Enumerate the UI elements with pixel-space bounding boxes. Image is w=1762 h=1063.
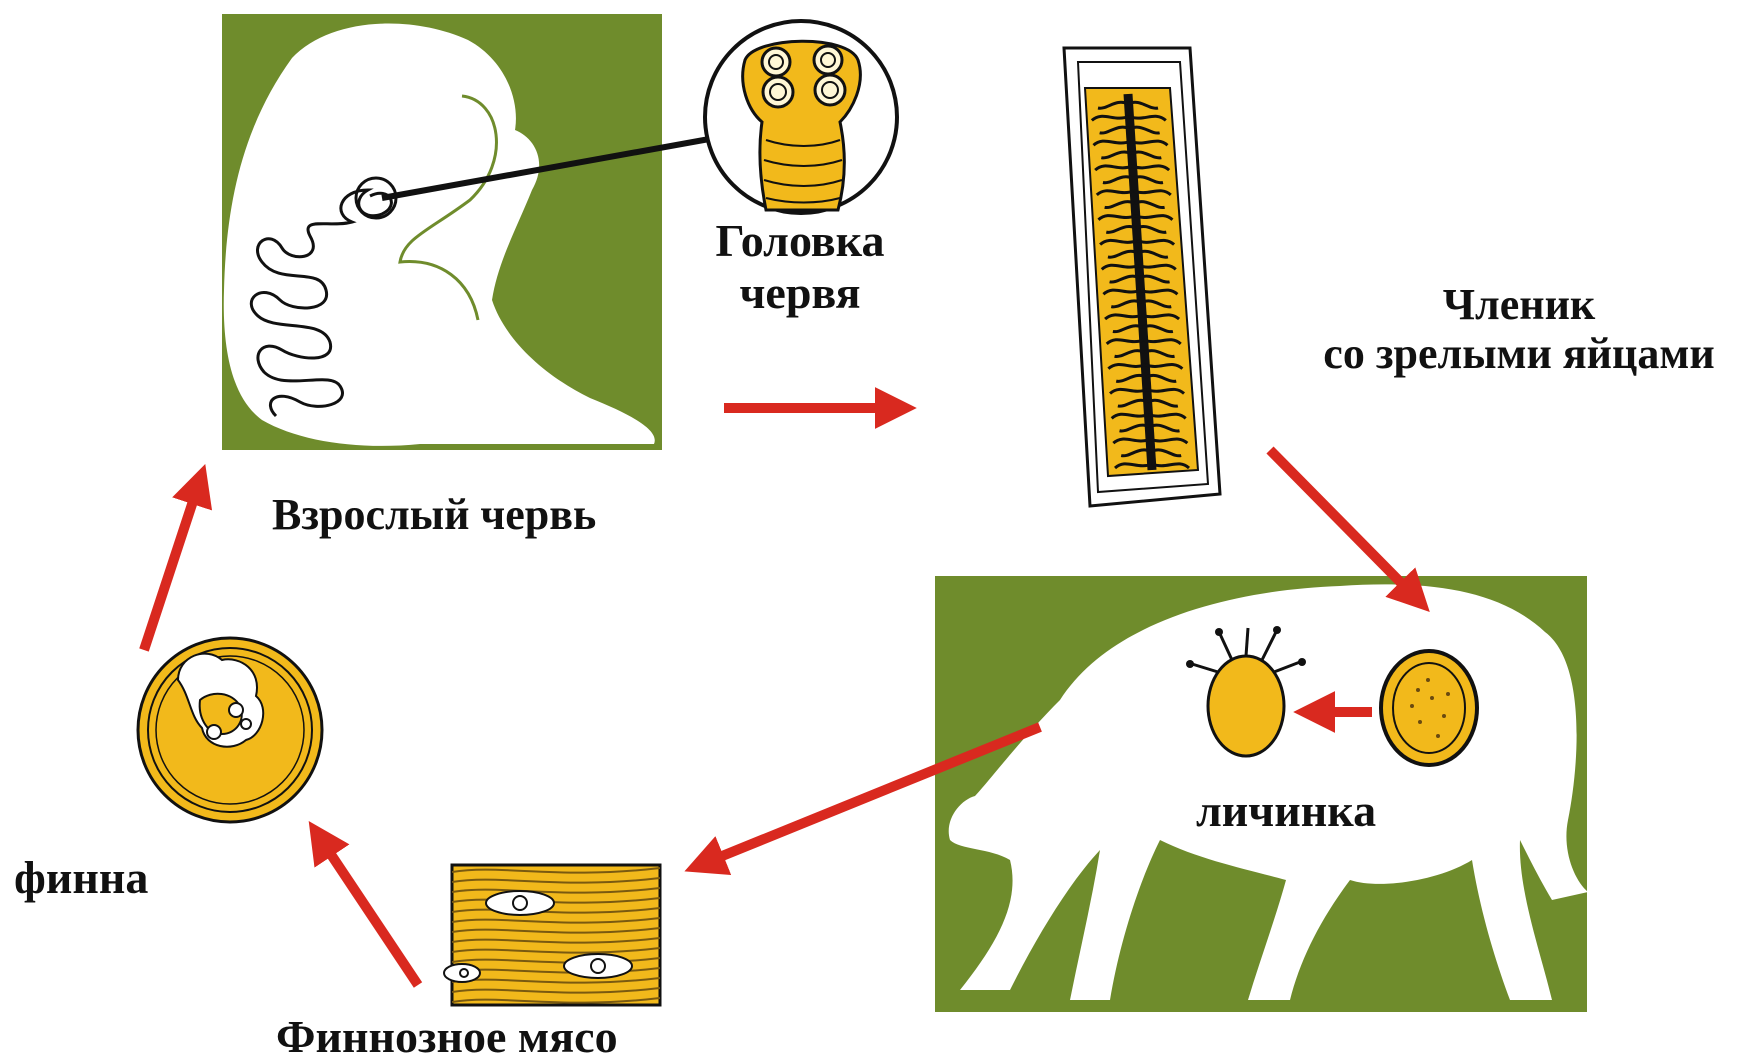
adult-worm-label: Взрослый червь: [272, 490, 596, 539]
larva-label: личинка: [1180, 785, 1392, 837]
tapeworm-scolex-icon: [705, 21, 897, 213]
head-label: Головка червя: [700, 215, 900, 318]
segment-label: Членик со зрелыми яйцами: [1284, 280, 1754, 379]
proglottid-segment-icon: [1064, 48, 1220, 506]
adult-worm-panel: [222, 14, 662, 450]
arrow-meat-to-finna: [318, 835, 418, 985]
segment-label-line1: Членик: [1284, 280, 1754, 329]
head-label-line2: червя: [700, 267, 900, 319]
segment-label-line2: со зрелыми яйцами: [1284, 329, 1754, 378]
meat-label: Финнозное мясо: [276, 1011, 618, 1063]
finna-label: финна: [14, 852, 148, 904]
cysticercus-icon: [138, 638, 322, 822]
egg-icon: [1381, 651, 1477, 765]
arrow-finna-to-adult: [144, 480, 200, 650]
head-label-line1: Головка: [700, 215, 900, 267]
infected-muscle-icon: [444, 865, 660, 1005]
